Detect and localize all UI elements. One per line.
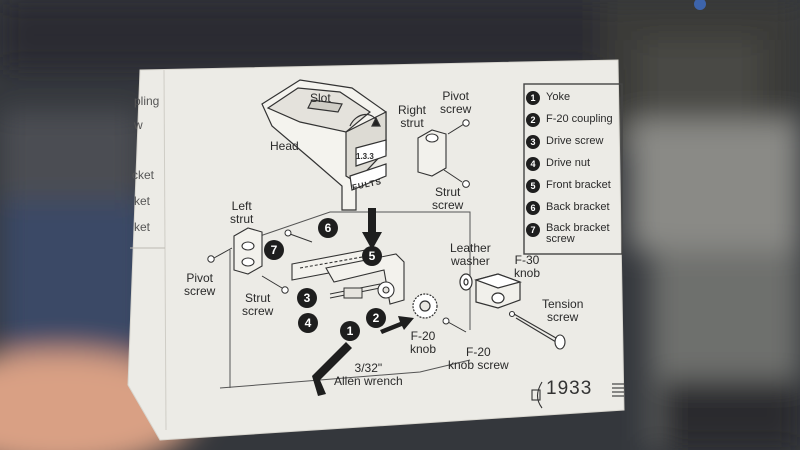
label-right-strut: Right strut: [398, 103, 427, 130]
legend-label: Drive nut: [546, 157, 591, 169]
legend-number: 7: [526, 223, 540, 237]
legend-label: Drive screw: [546, 135, 604, 147]
yoke-part: [377, 281, 395, 299]
legend-number: 3: [526, 135, 540, 149]
left-strut-part: [233, 227, 263, 275]
callout-number: 5: [362, 246, 382, 266]
label-pivot-screw-right: Pivot screw: [440, 89, 472, 116]
pivot-screw-left-part: [207, 247, 233, 263]
left-text-fragment: ket: [134, 220, 151, 234]
tension-screw-part: [508, 310, 566, 350]
f20-knob-screw-part: [442, 317, 467, 333]
front-bracket-part: [325, 253, 405, 305]
right-strut-part: [417, 129, 447, 177]
down-arrow-icon: [362, 208, 382, 250]
head-stamp-mark: 1.3.3: [356, 152, 374, 161]
label-f30-knob: F-30 knob: [514, 253, 541, 280]
legend-number: 4: [526, 157, 540, 171]
f30-knob-part: [474, 273, 522, 309]
label-pivot-screw-left: Pivot screw: [184, 271, 216, 298]
legend-label: Front bracket: [546, 179, 611, 191]
legend-box: [523, 83, 623, 255]
legend-label: Yoke: [546, 91, 571, 103]
drive-screw-part: [329, 283, 381, 299]
callout-number: 6: [318, 218, 338, 238]
label-allen-wrench: 3/32" Allen wrench: [334, 361, 403, 388]
left-text-fragment: w: [134, 118, 143, 132]
callout-number: 7: [264, 240, 284, 260]
callout-number: 4: [298, 313, 318, 333]
head-part: [261, 79, 387, 211]
leather-washer-part: [459, 273, 473, 291]
legend-label: Back bracket screw: [546, 222, 610, 245]
left-text-fragment: pling: [134, 94, 160, 108]
callout-number: 2: [366, 308, 386, 328]
back-bracket-screw-part: [284, 229, 313, 243]
legend-number: 2: [526, 113, 540, 127]
label-strut-screw-right: Strut screw: [432, 185, 464, 212]
right-arrow-icon: [380, 316, 414, 334]
label-f20-knob-screw: F-20 knob screw: [448, 345, 509, 372]
label-f20-knob: F-20 knob: [410, 329, 437, 356]
legend-number: 5: [526, 179, 540, 193]
f20-knob-part: [412, 293, 438, 319]
left-text-fragment: ket: [134, 194, 151, 208]
legend-label: F-20 coupling: [546, 113, 613, 125]
brand-logo: [531, 381, 624, 409]
pivot-screw-right-part: [447, 119, 470, 135]
label-left-strut: Left strut: [230, 199, 254, 226]
strut-screw-left-part: [261, 275, 289, 294]
left-text-fragment: cket: [132, 168, 155, 182]
label-strut-screw-left: Strut screw: [242, 291, 274, 318]
strut-screw-right-part: [443, 169, 470, 188]
label-tension-screw: Tension screw: [542, 297, 584, 324]
allen-wrench-part: [312, 342, 352, 396]
legend-number: 6: [526, 201, 540, 215]
label-head: Head: [270, 139, 299, 153]
brand-year: 1933: [546, 378, 593, 399]
label-slot: Slot: [310, 91, 331, 105]
legend-number: 1: [526, 91, 540, 105]
callout-number: 1: [340, 321, 360, 341]
legend-label: Back bracket: [546, 201, 610, 213]
label-leather-washer: Leather washer: [450, 241, 491, 268]
parts-legend: 1 Yoke 2 F-20 coupling 3 Drive screw 4 D…: [524, 84, 622, 254]
callout-number: 3: [297, 288, 317, 308]
